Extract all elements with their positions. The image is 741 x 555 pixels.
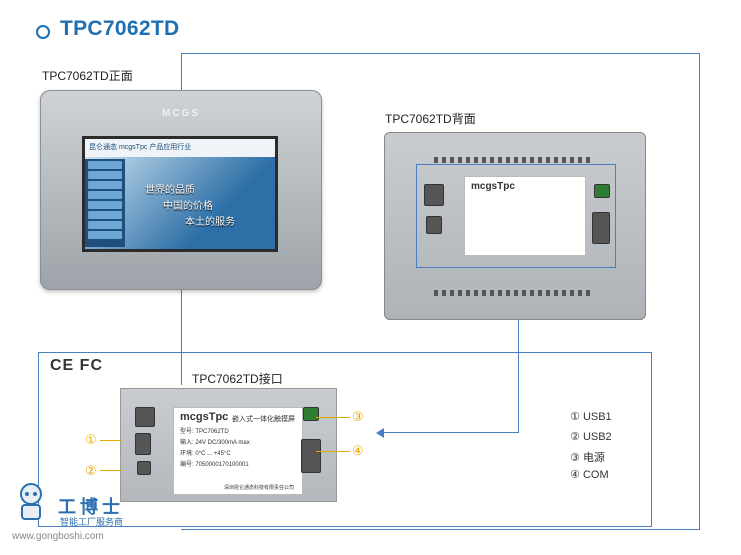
connector-line: [181, 529, 700, 530]
interface-label: TPC7062TD接口: [192, 372, 283, 386]
power-port: [594, 184, 610, 198]
connector-line: [38, 352, 652, 353]
robot-mascot-icon: [20, 483, 42, 520]
watermark-subtitle: 智能工厂服务商: [60, 517, 124, 527]
watermark-name: 工博士: [58, 497, 124, 517]
title-bullet-icon: [36, 25, 50, 39]
front-device-image: MCGS 昆仑通态 mcgsTpc 产品应用行业 世界的品质 中国的价格 本土的…: [40, 90, 322, 290]
connector-line: [699, 53, 700, 530]
usb-port: [426, 216, 442, 234]
connector-line: [651, 352, 652, 527]
connector-line: [38, 526, 652, 527]
screen-header: 昆仑通态 mcgsTpc 产品应用行业: [85, 139, 275, 157]
screen-line: 本土的服务: [185, 217, 235, 228]
sticker-brand: mcgsTpc: [180, 411, 229, 423]
sticker-company: 深圳昆仑通态科技有限责任公司: [224, 485, 295, 491]
front-label: TPC7062TD正面: [42, 69, 133, 83]
device-brand: MCGS: [162, 108, 200, 119]
sticker-subtitle: 嵌入式一体化触摸屏: [232, 416, 295, 423]
marker-power: ③: [352, 409, 364, 424]
usb1-port: [135, 407, 155, 427]
interface-device-image: mcgsTpc 嵌入式一体化触摸屏 型号: TPC7062TD 输入: 24V …: [120, 388, 337, 502]
marker-com: ④: [352, 443, 364, 458]
back-sticker: mcgsTpc: [464, 176, 586, 256]
usb-port: [424, 184, 444, 206]
arrow-left-icon: [376, 428, 384, 438]
device-screen: 昆仑通态 mcgsTpc 产品应用行业 世界的品质 中国的价格 本土的服务: [82, 136, 278, 252]
screen-line: 世界的品质: [145, 185, 195, 196]
usb2-port: [137, 461, 151, 475]
screen-menu: [85, 159, 125, 247]
sticker-row: 环境: 0°C ... +45°C: [180, 451, 231, 457]
marker-usb1: ①: [85, 432, 97, 447]
connector-line: [38, 352, 39, 527]
back-highlight-frame: [416, 164, 616, 268]
com-connector: [301, 439, 321, 473]
marker-usb2: ②: [85, 463, 97, 478]
sticker-row: 型号: TPC7062TD: [180, 429, 229, 435]
usb1-port: [135, 433, 151, 455]
page-title: TPC7062TD: [60, 17, 180, 40]
watermark-url: www.gongboshi.com: [12, 531, 104, 542]
sticker-row: 编号: 7050000170100001: [180, 462, 249, 468]
sticker-row: 输入: 24V DC/300mA max: [180, 440, 250, 446]
back-device-image: mcgsTpc: [384, 132, 646, 320]
connector-line: [384, 432, 519, 433]
com-port: [592, 212, 610, 244]
screen-line: 中国的价格: [163, 201, 213, 212]
connector-line: [518, 320, 519, 432]
connector-line: [181, 53, 700, 54]
connector-line: [181, 290, 182, 385]
connector-line: [181, 53, 182, 91]
legend-item: ④ COM: [570, 469, 609, 481]
detail-sticker: mcgsTpc 嵌入式一体化触摸屏 型号: TPC7062TD 输入: 24V …: [173, 407, 303, 495]
legend-item: ② USB2: [570, 431, 612, 443]
legend-item: ③ 电源: [570, 452, 605, 464]
power-connector: [303, 407, 319, 421]
certification-marks: CE FC: [50, 357, 103, 374]
back-label: TPC7062TD背面: [385, 112, 476, 126]
legend-item: ① USB1: [570, 411, 612, 423]
